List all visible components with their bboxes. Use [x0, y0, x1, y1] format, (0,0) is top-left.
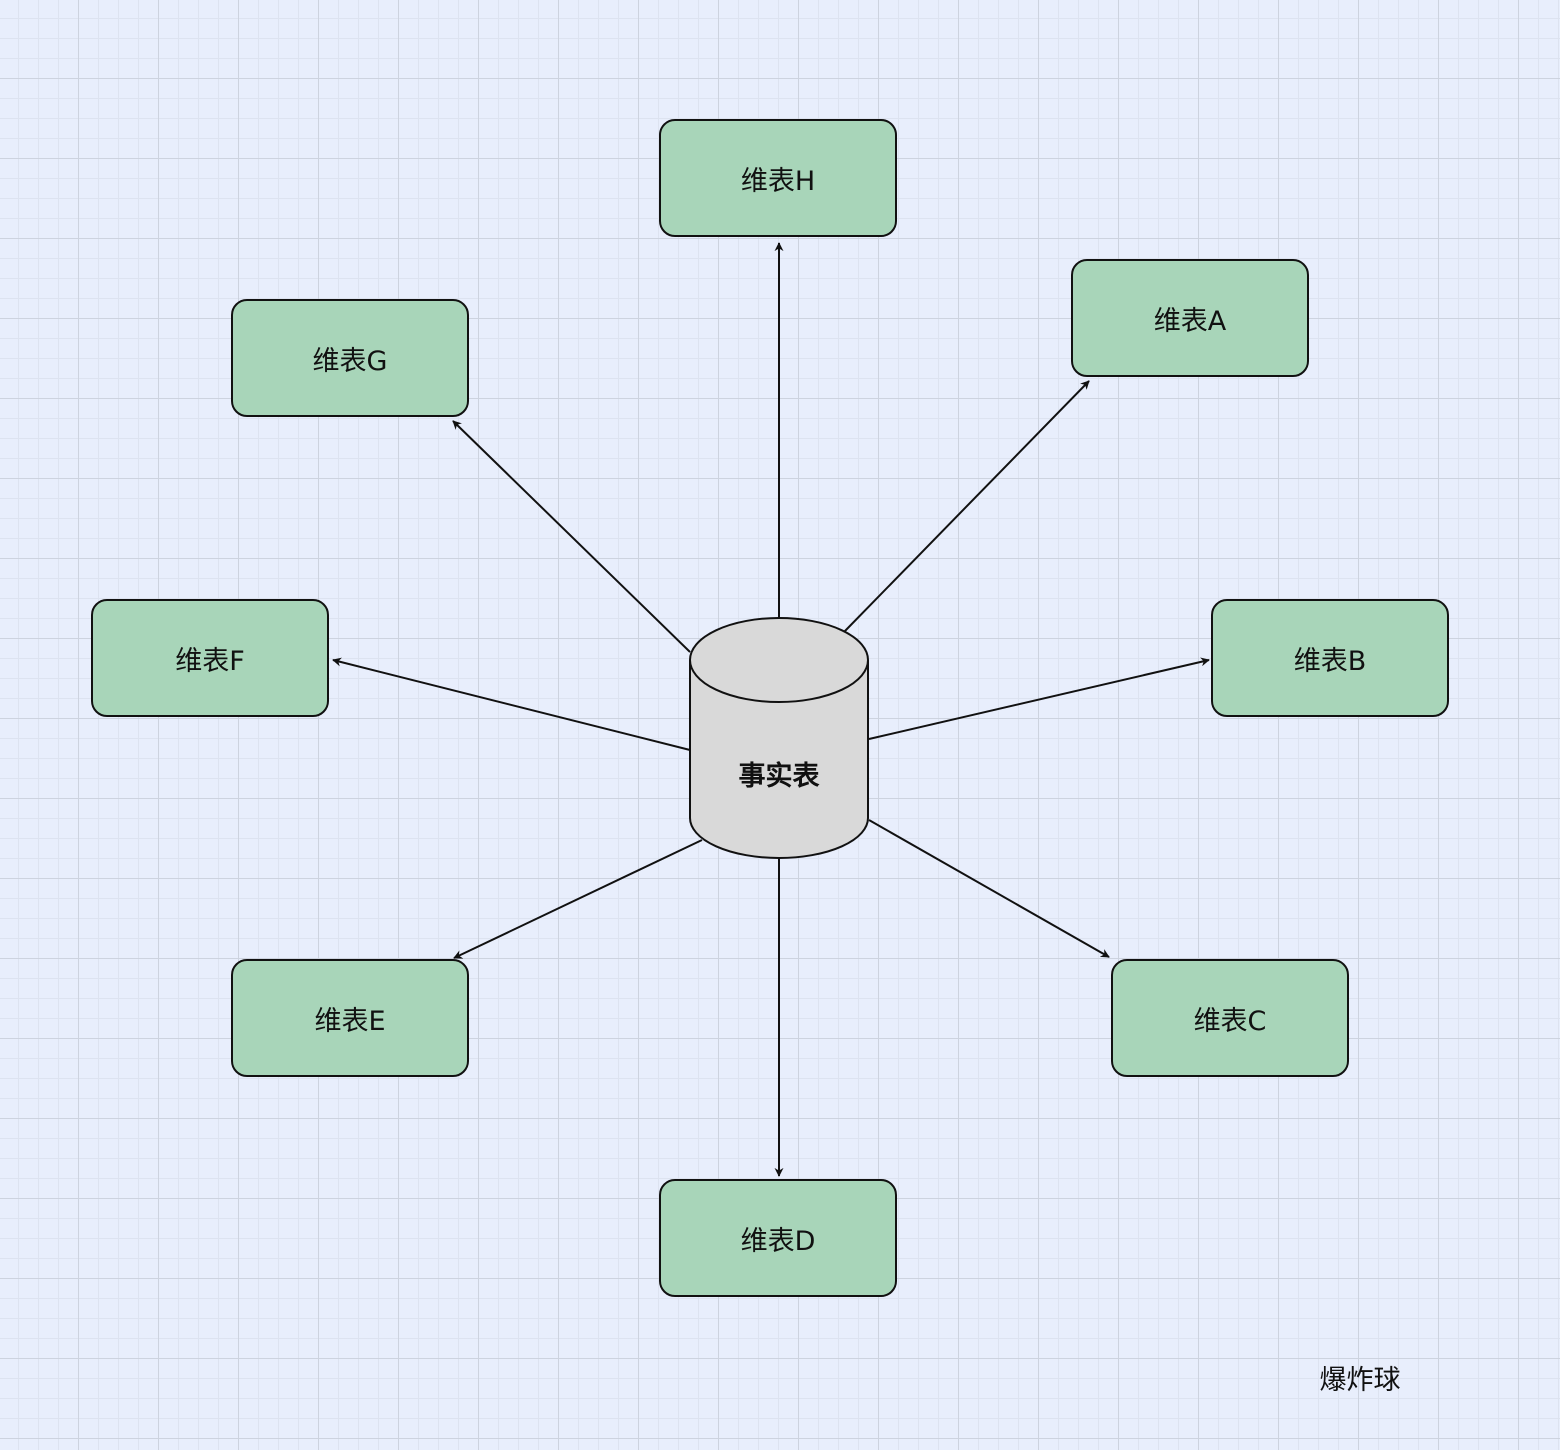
dimension-table-a[interactable]: 维表A: [1071, 259, 1309, 377]
dimension-table-e[interactable]: 维表E: [231, 959, 469, 1077]
dimension-table-g[interactable]: 维表G: [231, 299, 469, 417]
dimension-table-e-label: 维表E: [314, 1005, 386, 1037]
dimension-table-f-label: 维表F: [175, 645, 245, 677]
dimension-table-h-label: 维表H: [740, 165, 816, 197]
dimension-table-d[interactable]: 维表D: [659, 1179, 897, 1297]
dimension-table-c-label: 维表C: [1193, 1005, 1267, 1037]
dimension-table-f[interactable]: 维表F: [91, 599, 329, 717]
fact-table-cylinder[interactable]: [689, 617, 869, 859]
dimension-table-b-label: 维表B: [1293, 645, 1367, 677]
edge-fact-to-F: [332, 657, 691, 751]
edge-fact-to-B: [868, 657, 1210, 740]
dimension-table-d-label: 维表D: [740, 1225, 816, 1257]
fact-table-label: 事实表: [738, 761, 820, 792]
dimension-table-a-label: 维表A: [1153, 305, 1227, 337]
dimension-table-b[interactable]: 维表B: [1211, 599, 1449, 717]
dimension-table-c[interactable]: 维表C: [1111, 959, 1349, 1077]
dimension-table-h[interactable]: 维表H: [659, 119, 897, 237]
edge-fact-to-E: [453, 839, 703, 959]
edge-fact-to-C: [868, 819, 1110, 958]
edge-fact-to-G: [452, 420, 691, 653]
dimension-table-g-label: 维表G: [312, 345, 388, 377]
watermark-text: 爆炸球: [1319, 1365, 1401, 1396]
edge-fact-to-A: [843, 380, 1090, 633]
